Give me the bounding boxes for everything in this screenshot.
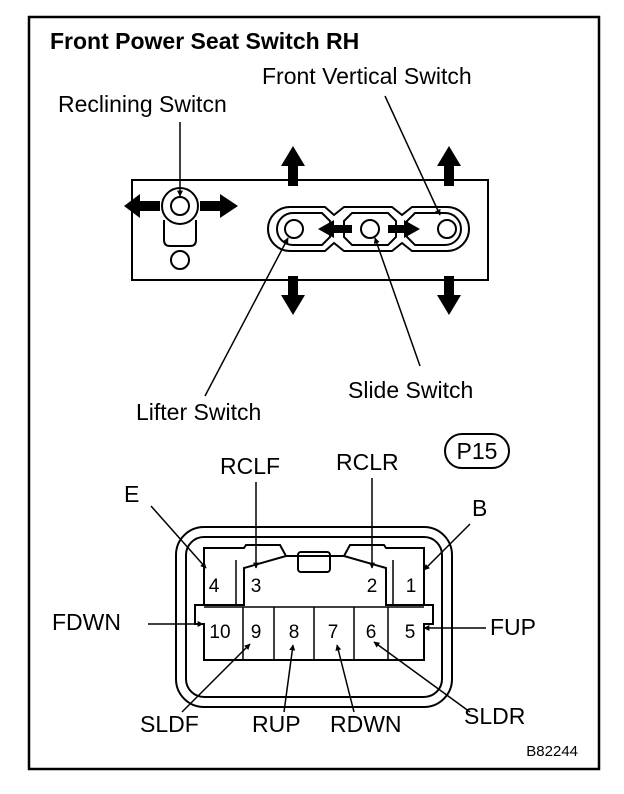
terminal-rdwn: RDWN: [330, 711, 402, 737]
terminal-sldf: SLDF: [140, 711, 199, 737]
pin-7: 7: [328, 622, 339, 643]
lifter-leader: [204, 237, 289, 397]
terminal-leaders: [148, 478, 486, 713]
terminal-fup: FUP: [490, 614, 536, 640]
vertical-arrows: [281, 146, 461, 315]
pin-1: 1: [406, 576, 417, 597]
slide-switch-label: Slide Switch: [348, 377, 473, 403]
slide-arrows: [318, 220, 420, 238]
pin-2: 2: [367, 576, 378, 597]
front-vertical-leader: [384, 95, 441, 216]
terminal-b: B: [472, 495, 487, 521]
diagram-title: Front Power Seat Switch RH: [50, 28, 359, 54]
reclining-arrows: [124, 194, 238, 218]
figure-code: B82244: [526, 743, 578, 760]
pin-9: 9: [251, 622, 262, 643]
terminal-rup: RUP: [252, 711, 301, 737]
pin-4: 4: [209, 576, 220, 597]
connector-id: P15: [457, 438, 498, 464]
connector-cavity-dividers: [204, 560, 424, 660]
pin-10: 10: [209, 622, 230, 643]
terminal-fdwn: FDWN: [52, 609, 121, 635]
terminal-e: E: [124, 481, 139, 507]
terminal-rclr: RCLR: [336, 449, 399, 475]
lifter-switch-label: Lifter Switch: [136, 399, 261, 425]
pin-8: 8: [289, 622, 300, 643]
slide-switch-unit: [267, 206, 470, 252]
terminal-rclf: RCLF: [220, 453, 280, 479]
pin-5: 5: [405, 622, 416, 643]
slide-leader: [373, 237, 421, 367]
reclining-knob: [161, 187, 199, 270]
pin-3: 3: [251, 576, 262, 597]
reclining-switch-label: Reclining Switcn: [58, 91, 227, 117]
diagram-frame: [27, 15, 601, 771]
pin-6: 6: [366, 622, 377, 643]
terminal-sldr: SLDR: [464, 703, 525, 729]
connector-id-badge: [444, 433, 510, 469]
front-vertical-switch-label: Front Vertical Switch: [262, 63, 472, 89]
